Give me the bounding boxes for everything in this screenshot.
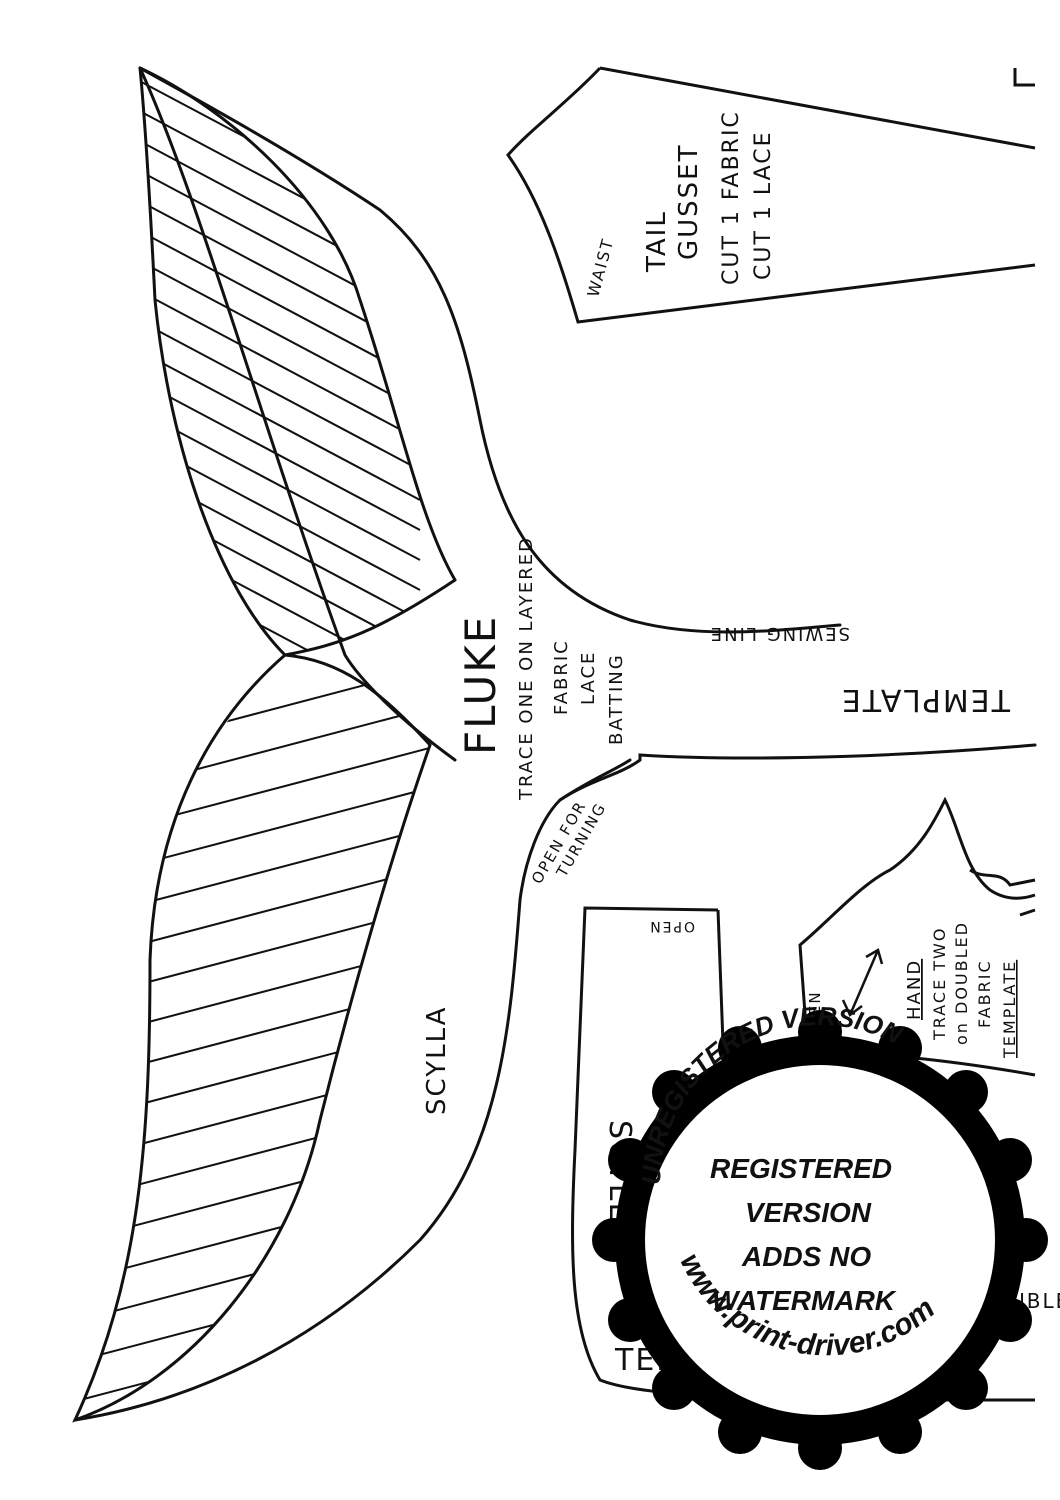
gusset-gusset: GUSSET [674,144,704,261]
fluke-fabric: FABRIC [551,639,572,715]
gusset-waist: WAIST [584,236,618,299]
gusset-tail: TAIL [642,210,672,273]
watermark-line3: ADDS NO [741,1241,871,1272]
fluke-template: TEMPLATE [840,682,1011,717]
watermark-line1: REGISTERED [710,1153,892,1184]
watermark-line4: WATERMARK [712,1285,897,1316]
fluke-lace: LACE [578,651,599,705]
fluke-outline [72,66,1037,1423]
gusset-cut-lace: CUT 1 LACE [751,130,776,280]
tail-gusset-outline [506,66,1036,324]
hand-fabric: FABRIC [975,959,994,1028]
fluke-title: FLUKE [456,615,505,755]
hand-template: TEMPLATE [1000,960,1019,1059]
watermark-stamp: UNREGISTERED VERSION REGISTERED VERSION … [592,1001,1048,1470]
fluke-scylla: SCYLLA [422,1006,452,1115]
hand-hand: HAND [904,959,925,1020]
fluke-sewing-line: SEWING LINE [709,623,850,644]
fluke-batting: BATTING [606,653,627,745]
hand-trace-two: TRACE TWO [930,927,949,1041]
lower-open: OPEN [648,918,695,934]
hand-on-doubled: on DOUBLED [952,921,971,1045]
watermark-line2: VERSION [745,1197,872,1228]
gusset-cut-fabric: CUT 1 FABRIC [719,110,744,285]
grain-arrow-icon [841,948,884,1017]
fluke-trace-line: TRACE ONE ON LAYERED [516,536,537,801]
